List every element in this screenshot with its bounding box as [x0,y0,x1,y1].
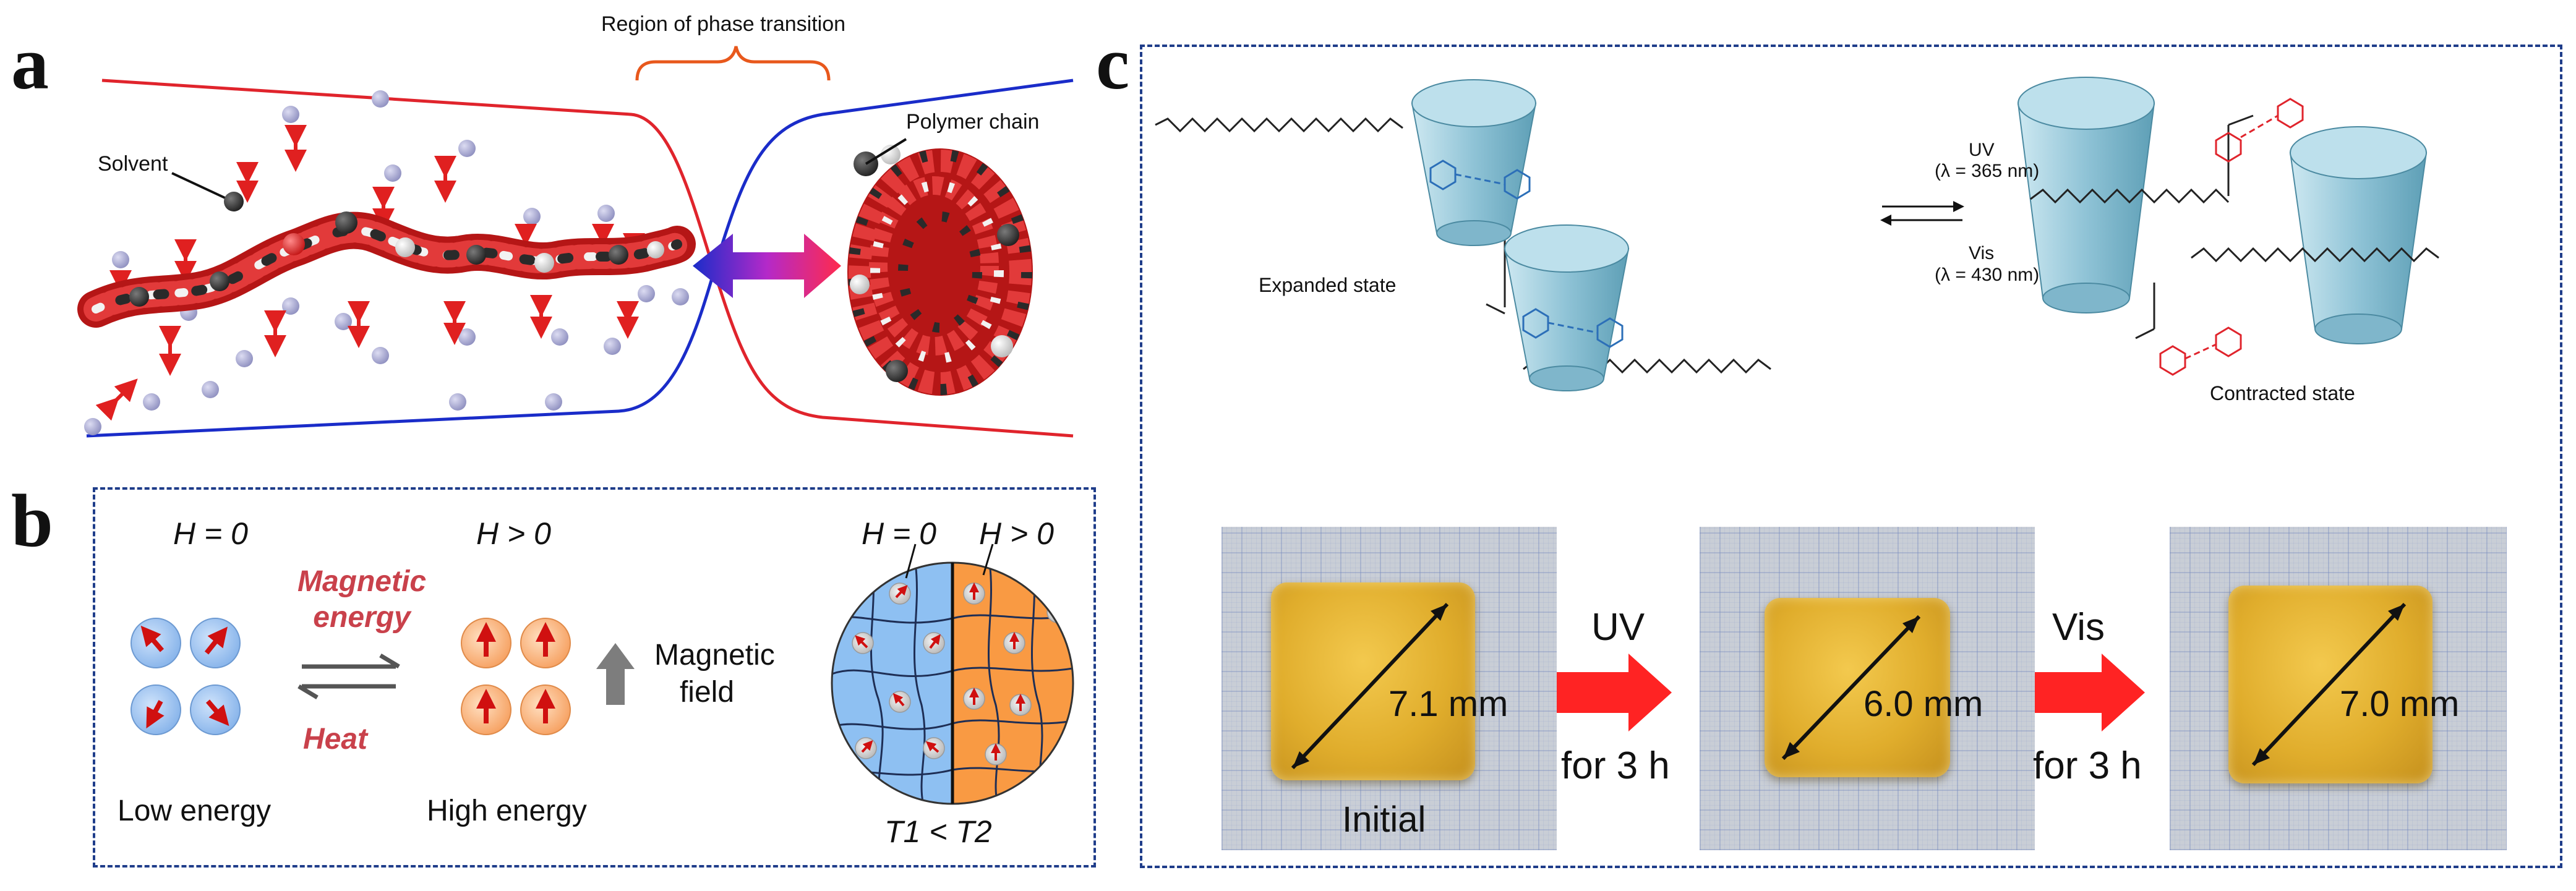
gel-caption: Initial [1342,799,1426,840]
panel-c-frame [1140,45,2562,868]
vis-condition-label: Vis [1969,243,1995,263]
gel-size-label: 7.0 mm [2340,684,2460,724]
equilibrium-arrows [297,653,400,700]
domain-circle [831,544,1074,805]
collapsed-polymer-globule [847,145,1033,396]
phase-double-arrow [693,234,841,298]
solvent-label: Solvent [98,152,168,176]
solvent-pointer-ball [224,192,244,211]
uv-block-arrow [1555,654,1672,731]
phase-transition-label: Region of phase transition [601,12,846,36]
h-zero-label: H = 0 [173,516,248,551]
expanded-cyclodextrins [1411,79,1630,391]
uv-condition-label: UV [1969,140,1995,160]
panel-b-frame [93,487,1096,868]
photo-equilibrium-arrows [1880,201,1964,226]
polymer-pointer-line [865,138,907,165]
contracted-azo-units [2159,98,2304,376]
contracted-cyclodextrins [2017,77,2428,344]
gel-size-label: 7.1 mm [1389,684,1508,724]
size-arrow [2251,602,2407,767]
panel-b-diagram [131,544,1074,805]
panel-a-diagram [77,46,1074,438]
uv-arrow-label: UV [1591,606,1645,649]
vis-duration-label: for 3 h [2033,744,2142,787]
panel-c-letter: c [1096,22,1130,105]
heat-label: Heat [303,723,368,756]
uv-wavelength-label: (λ = 365 nm) [1935,161,2040,181]
red-transition-curve [101,79,1074,438]
high-energy-label: High energy [427,795,587,827]
gel-photo-after-uv: 6.0 mm [1700,527,2035,850]
magnetic-energy-label: Magnetic energy [297,565,427,634]
magnetic-field-label: Magnetic field [654,639,775,709]
temperature-label: T1 < T2 [884,814,992,849]
gel-photo-initial: 7.1 mm Initial [1222,527,1557,850]
extended-polymer-chain [77,211,696,328]
size-arrow [1781,615,1921,761]
vis-block-arrow [2030,654,2145,731]
size-arrow [1291,602,1449,770]
contracted-state-label: Contracted state [2210,382,2355,404]
circle-h-positive-label: H > 0 [979,516,1054,551]
phase-transition-bracket [635,46,831,81]
h-positive-label: H > 0 [476,516,551,551]
high-energy-spins [461,618,571,735]
vis-wavelength-label: (λ = 430 nm) [1935,265,2040,285]
expanded-state-label: Expanded state [1259,274,1397,296]
gel-size-label: 6.0 mm [1864,684,1983,724]
panel-c-diagram [1155,77,2439,731]
polymer-chain-label: Polymer chain [906,110,1040,134]
gel-photo-after-vis: 7.0 mm [2170,527,2507,850]
expanded-azo-units [1429,160,1624,348]
magnetic-field-arrow [596,643,635,705]
low-energy-spins [131,618,241,735]
circle-h-zero-label: H = 0 [862,516,936,551]
panel-a-letter: a [11,22,49,105]
vis-arrow-label: Vis [2052,606,2105,649]
low-energy-label: Low energy [118,795,272,827]
panel-b-letter: b [11,479,53,563]
uv-duration-label: for 3 h [1561,744,1670,787]
solvent-pointer-line [171,172,228,200]
